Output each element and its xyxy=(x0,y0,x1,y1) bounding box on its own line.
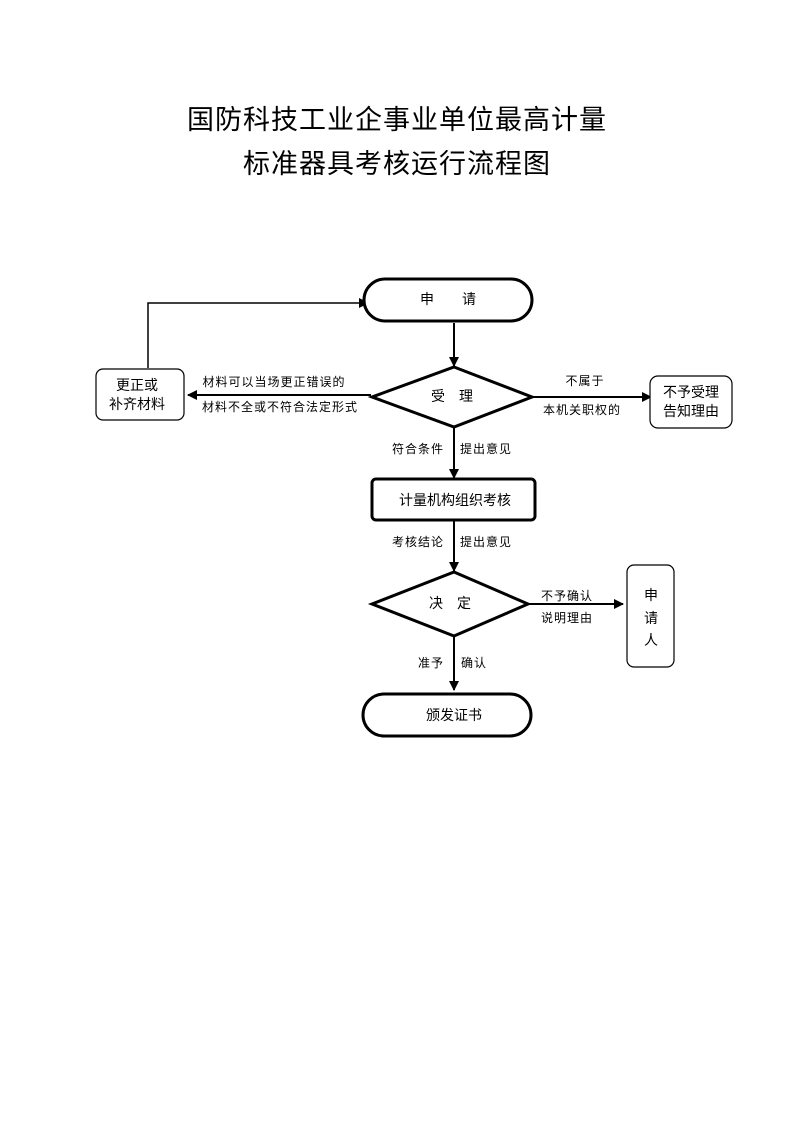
title-line-2: 标准器具考核运行流程图 xyxy=(243,149,551,180)
node-correct: 更正或 补齐材料 xyxy=(95,368,185,421)
label-conclusion-right: 提出意见 xyxy=(460,534,512,549)
node-apply-label: 申 请 xyxy=(420,292,476,308)
node-decide-label: 决 定 xyxy=(429,596,471,612)
label-approve-right: 确认 xyxy=(461,656,487,670)
node-organize-label: 计量机构组织考核 xyxy=(399,493,511,509)
node-applicant-char-1: 申 xyxy=(644,588,658,604)
edge-labels: 材料可以当场更正错误的 材料不全或不符合法定形式 不属于 本机关职权的 符合条件… xyxy=(202,374,621,670)
node-reject-line2: 告知理由 xyxy=(663,403,719,420)
label-meets-right: 提出意见 xyxy=(460,441,512,456)
node-certificate-label: 颁发证书 xyxy=(426,708,482,724)
label-deny-bottom: 说明理由 xyxy=(541,610,593,625)
node-certificate: 颁发证书 xyxy=(361,692,533,738)
label-deny-top: 不予确认 xyxy=(541,589,593,603)
node-accept-label: 受 理 xyxy=(431,389,473,405)
label-conclusion-left: 考核结论 xyxy=(392,535,444,549)
connectors xyxy=(147,298,652,691)
node-reject-line1: 不予受理 xyxy=(663,385,719,401)
label-correct-bottom: 材料不全或不符合法定形式 xyxy=(202,399,358,414)
label-meets-left: 符合条件 xyxy=(392,441,444,456)
node-applicant-char-2: 请 xyxy=(644,611,658,627)
title-line-1: 国防科技工业企事业单位最高计量 xyxy=(187,105,607,136)
node-reject: 不予受理 告知理由 xyxy=(649,375,733,429)
node-applicant-char-3: 人 xyxy=(644,633,658,649)
label-approve-left: 准予 xyxy=(418,656,444,670)
node-apply: 申 请 xyxy=(362,277,534,323)
label-correct-top: 材料可以当场更正错误的 xyxy=(202,374,345,389)
node-accept: 受 理 xyxy=(367,365,537,429)
edge-correct-to-apply xyxy=(147,298,369,368)
label-reject-bottom: 本机关职权的 xyxy=(543,402,621,417)
node-decide: 决 定 xyxy=(367,570,532,638)
node-organize: 计量机构组织考核 xyxy=(370,477,537,522)
label-reject-top: 不属于 xyxy=(565,374,604,388)
node-correct-line2: 补齐材料 xyxy=(109,397,165,413)
node-correct-line1: 更正或 xyxy=(116,378,158,394)
node-applicant: 申 请 人 xyxy=(626,564,675,668)
